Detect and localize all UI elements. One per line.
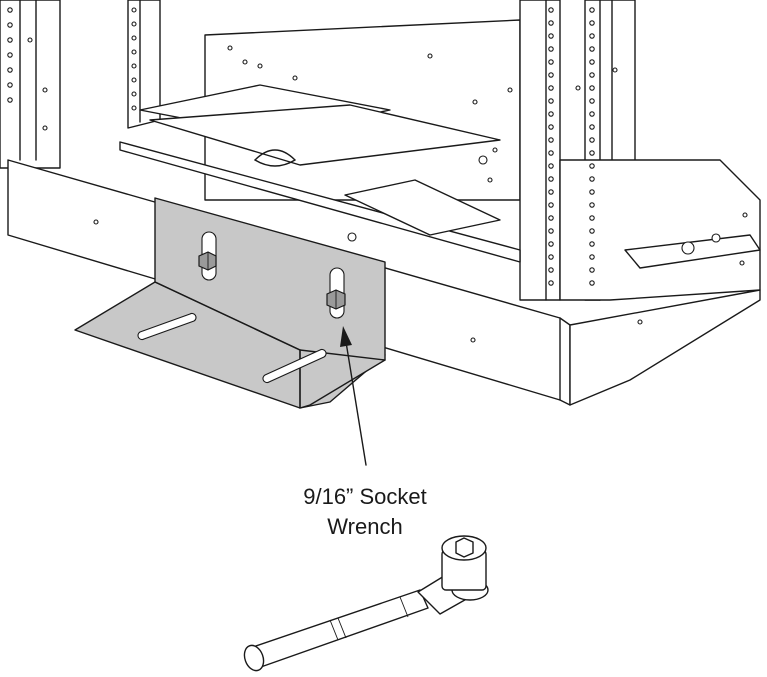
- post-hole: [589, 228, 595, 234]
- post-hole: [548, 254, 554, 260]
- post-hole: [548, 33, 554, 39]
- post-hole: [589, 72, 595, 78]
- post-hole: [131, 35, 137, 41]
- rack-frame: [0, 0, 761, 406]
- panel-hole: [427, 53, 433, 59]
- post-hole: [131, 91, 137, 97]
- callout-arrow: [340, 326, 367, 466]
- post-hole: [7, 82, 13, 88]
- panel-hole: [492, 147, 498, 153]
- bolt: [326, 289, 346, 310]
- post-hole: [7, 7, 13, 13]
- bolt: [198, 251, 217, 271]
- post-hole: [589, 111, 595, 117]
- callout-line-1: 9/16” Socket: [303, 484, 427, 509]
- post-hole: [548, 150, 554, 156]
- post-hole: [548, 241, 554, 247]
- post-hole: [589, 98, 595, 104]
- post-hole: [548, 98, 554, 104]
- post-hole: [589, 267, 595, 273]
- panel-hole: [227, 45, 233, 51]
- post-hole: [589, 7, 595, 13]
- post-hole: [131, 105, 137, 111]
- post-hole: [589, 215, 595, 221]
- post-hole: [548, 72, 554, 78]
- post-hole: [131, 63, 137, 69]
- post-hole: [589, 150, 595, 156]
- post-hole: [7, 22, 13, 28]
- post-hole: [548, 228, 554, 234]
- post-hole: [589, 59, 595, 65]
- post-hole: [589, 124, 595, 130]
- post-hole: [548, 46, 554, 52]
- post-hole: [589, 33, 595, 39]
- panel-hole: [487, 177, 493, 183]
- stabilizer-bracket: [74, 197, 386, 409]
- back-panel-holes: [27, 37, 618, 183]
- post-hole: [548, 111, 554, 117]
- post-hole: [7, 97, 13, 103]
- post-hole: [7, 37, 13, 43]
- post-hole: [589, 241, 595, 247]
- panel-hole: [42, 87, 48, 93]
- post-hole: [589, 20, 595, 26]
- rack-post-holes: [7, 7, 595, 286]
- post-hole: [589, 85, 595, 91]
- post-hole: [589, 163, 595, 169]
- post-hole: [548, 20, 554, 26]
- panel-hole: [292, 75, 298, 81]
- post-hole: [589, 137, 595, 143]
- panel-hole: [257, 63, 263, 69]
- panel-hole: [242, 59, 248, 65]
- post-hole: [548, 189, 554, 195]
- socket-wrench: [243, 535, 489, 672]
- post-hole: [131, 7, 137, 13]
- post-hole: [548, 85, 554, 91]
- post-hole: [548, 124, 554, 130]
- post-hole: [131, 21, 137, 27]
- wrench-callout-label: 9/16” Socket Wrench: [250, 482, 480, 542]
- panel-hole: [27, 37, 33, 43]
- post-hole: [589, 254, 595, 260]
- post-hole: [131, 49, 137, 55]
- post-hole: [548, 202, 554, 208]
- post-hole: [589, 176, 595, 182]
- panel-hole: [575, 85, 581, 91]
- post-hole: [548, 59, 554, 65]
- post-hole: [548, 7, 554, 13]
- panel-hole: [42, 125, 48, 131]
- post-hole: [548, 137, 554, 143]
- callout-line-2: Wrench: [327, 514, 403, 539]
- post-hole: [548, 267, 554, 273]
- post-hole: [589, 189, 595, 195]
- post-hole: [548, 280, 554, 286]
- post-hole: [131, 77, 137, 83]
- post-hole: [589, 280, 595, 286]
- post-hole: [548, 176, 554, 182]
- post-hole: [7, 67, 13, 73]
- post-hole: [589, 202, 595, 208]
- post-hole: [7, 52, 13, 58]
- panel-hole: [612, 67, 618, 73]
- ground-symbol: [347, 155, 488, 242]
- post-hole: [548, 163, 554, 169]
- panel-hole: [472, 99, 478, 105]
- panel-hole: [507, 87, 513, 93]
- post-hole: [548, 215, 554, 221]
- post-hole: [589, 46, 595, 52]
